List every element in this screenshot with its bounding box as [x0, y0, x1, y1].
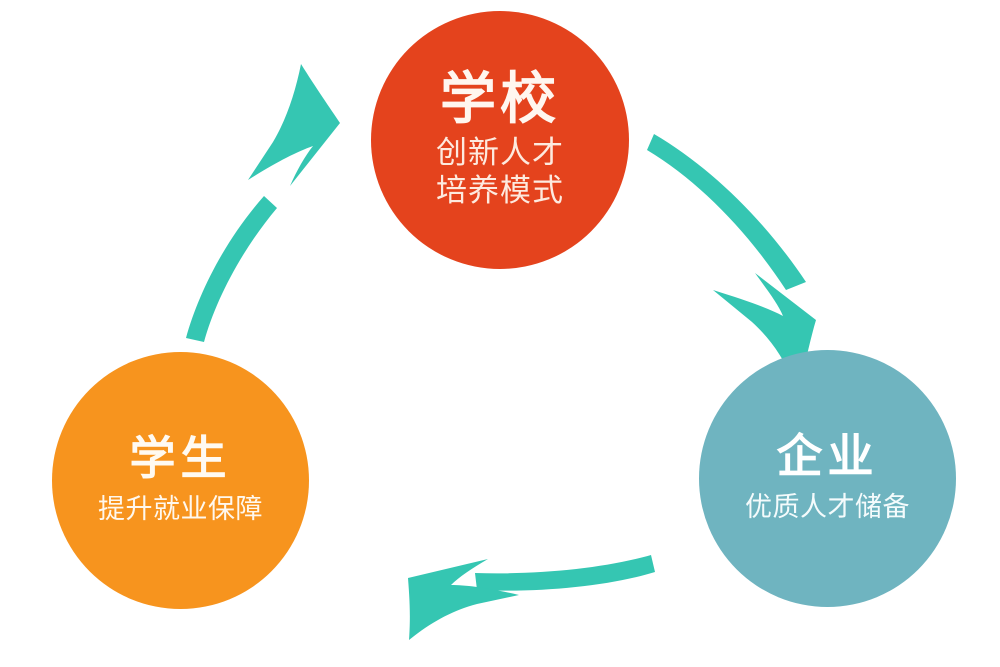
- node-student-subtitle: 提升就业保障: [98, 493, 263, 526]
- node-school[interactable]: 学校 创新人才 培养模式: [371, 11, 629, 269]
- node-enterprise-subtitle-line-1: 优质人才储备: [745, 491, 910, 522]
- arrow-student-to-school[interactable]: [186, 64, 340, 342]
- node-school-subtitle-line-2: 培养模式: [436, 173, 564, 209]
- node-school-title: 学校: [440, 67, 560, 131]
- node-student[interactable]: 学生 提升就业保障: [52, 352, 309, 609]
- node-enterprise-title: 企业: [776, 430, 879, 483]
- node-enterprise-subtitle: 优质人才储备: [745, 491, 910, 524]
- arrow-enterprise-to-student[interactable]: [408, 555, 655, 640]
- node-enterprise[interactable]: 企业 优质人才储备: [699, 350, 956, 607]
- node-school-subtitle-line-1: 创新人才: [436, 135, 564, 171]
- node-student-subtitle-line-1: 提升就业保障: [98, 493, 263, 524]
- node-student-title: 学生: [129, 432, 232, 485]
- node-school-subtitle: 创新人才 培养模式: [436, 134, 564, 210]
